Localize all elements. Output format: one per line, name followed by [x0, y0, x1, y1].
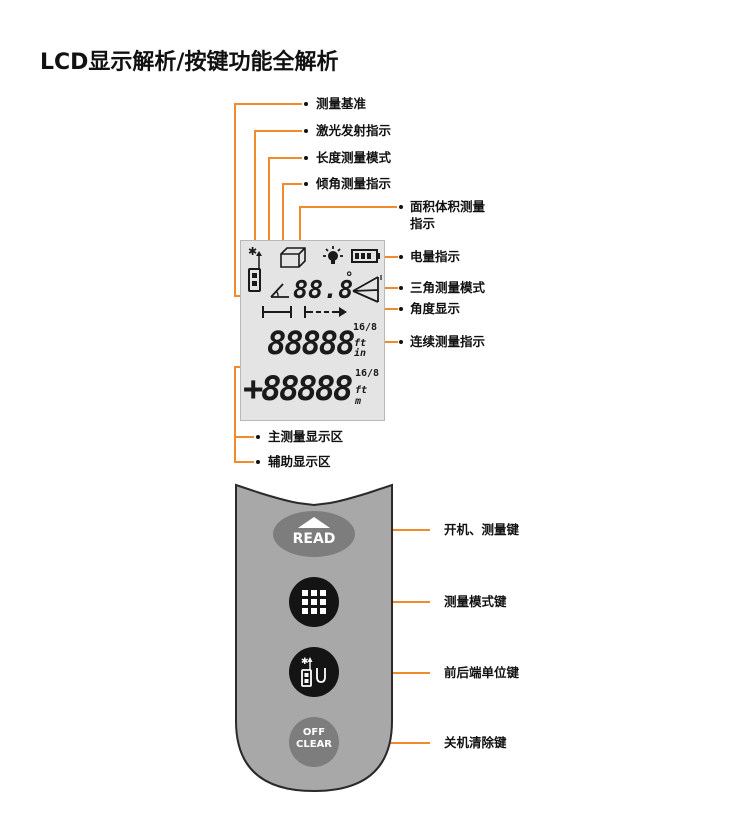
triangle-icon: [352, 275, 382, 303]
label-tilt-indicator: 倾角测量指示: [316, 176, 392, 191]
aux-digits: 88888: [267, 324, 355, 362]
svg-text:✱: ✱: [301, 657, 309, 667]
label-triangle-mode: 三角测量模式: [410, 280, 486, 295]
keypad-body: [235, 483, 393, 793]
reference-unit-icon: ✱: [289, 647, 339, 697]
reference-unit-button[interactable]: ✱: [288, 646, 340, 698]
aux-unit-in: in: [354, 348, 367, 359]
mode-button[interactable]: [288, 576, 340, 628]
aux-fraction: 16/8: [353, 322, 378, 333]
label-area-volume-2: 指示: [410, 216, 436, 231]
volume-icon: [280, 247, 306, 268]
length-mode-icon: [262, 306, 347, 318]
main-fraction: 16/8: [355, 368, 380, 379]
reference-icon: ✱: [248, 245, 262, 292]
mode-description: 测量模式键: [444, 594, 507, 609]
tilt-icon: [270, 283, 289, 298]
read-button[interactable]: READ: [272, 510, 356, 558]
svg-text:✱: ✱: [248, 245, 257, 258]
grid-icon: [289, 577, 339, 627]
label-angle-display: 角度显示: [410, 301, 461, 316]
label-aux-display: 辅助显示区: [268, 454, 331, 469]
label-main-display: 主测量显示区: [268, 429, 344, 444]
label-continuous: 连续测量指示: [410, 334, 486, 349]
aux-unit-ft: ft: [354, 338, 367, 349]
off-clear-button[interactable]: OFF CLEAR: [288, 716, 340, 768]
read-description: 开机、测量键: [444, 522, 520, 537]
label-measure-base: 测量基准: [316, 96, 367, 111]
read-button-label: READ: [292, 531, 336, 547]
lcd-screen: ✱ 88.8 °: [240, 240, 385, 421]
main-digits: +88888: [243, 369, 353, 409]
label-laser-indicator: 激光发射指示: [316, 123, 392, 138]
degree-symbol: °: [345, 270, 354, 286]
backlight-icon: [323, 246, 343, 264]
main-unit-ft: ft: [355, 385, 368, 396]
off-clear-description: 关机清除键: [444, 735, 507, 750]
main-unit-m: m: [355, 396, 362, 407]
reference-unit-description: 前后端单位键: [444, 665, 520, 680]
label-battery: 电量指示: [410, 249, 461, 264]
label-length-mode: 长度测量模式: [316, 150, 392, 165]
label-area-volume-1: 面积体积测量: [410, 199, 486, 214]
off-label: OFF: [302, 727, 326, 738]
page-title: LCD显示解析/按键功能全解析: [40, 50, 339, 75]
angle-value: 88.8: [293, 275, 354, 304]
clear-label: CLEAR: [296, 739, 332, 750]
battery-icon: [351, 249, 380, 263]
